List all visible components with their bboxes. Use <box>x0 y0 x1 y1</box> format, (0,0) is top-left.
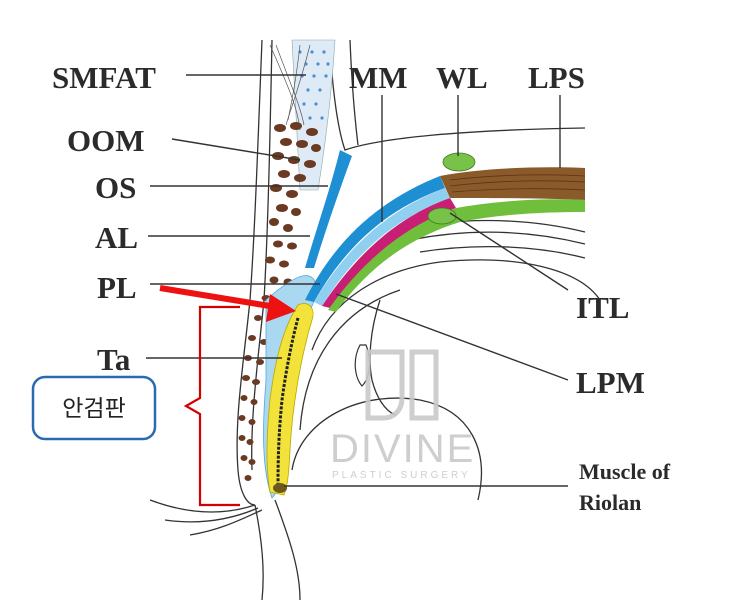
levator-aponeurosis-light <box>314 188 450 306</box>
label-mm: MM <box>349 60 408 95</box>
label-smfat: SMFAT <box>52 60 156 95</box>
orbital-septum <box>305 150 352 268</box>
watermark-name: DIVINE <box>330 427 475 471</box>
whitnall-ligament <box>442 152 476 172</box>
lps-striations <box>449 174 586 193</box>
lps-muscle <box>440 167 585 200</box>
watermark-logo-icon <box>365 349 439 421</box>
leader-lines <box>146 74 569 487</box>
smfat-dots <box>298 50 330 120</box>
tarsus-bracket <box>183 305 240 507</box>
levator-aponeurosis <box>305 176 445 302</box>
skin-contour <box>236 39 273 506</box>
label-os: OS <box>95 170 136 205</box>
callout-box <box>31 375 157 441</box>
itl-ligament <box>427 207 457 225</box>
riolan-muscle-dots <box>273 483 287 493</box>
label-pl: PL <box>97 270 137 305</box>
label-ta: Ta <box>97 342 131 377</box>
watermark-subtitle: PLASTIC SURGERY <box>332 470 471 481</box>
label-wl: WL <box>436 60 488 95</box>
smfat-layer <box>291 39 336 191</box>
red-arrow <box>159 285 296 322</box>
label-itl: ITL <box>576 290 629 325</box>
label-riolan-line2: Riolan <box>579 490 641 515</box>
callout-label: 안검판 <box>62 396 125 422</box>
label-al: AL <box>95 220 138 255</box>
meibomian-gland <box>276 317 300 486</box>
watermark: DIVINE PLASTIC SURGERY <box>330 349 475 481</box>
anatomy-outlines <box>149 39 601 601</box>
green-layer <box>328 199 585 312</box>
label-oom: OOM <box>67 123 145 158</box>
label-lps: LPS <box>528 60 585 95</box>
label-lpm: LPM <box>576 365 645 400</box>
label-riolan-line1: Muscle of <box>579 459 671 484</box>
